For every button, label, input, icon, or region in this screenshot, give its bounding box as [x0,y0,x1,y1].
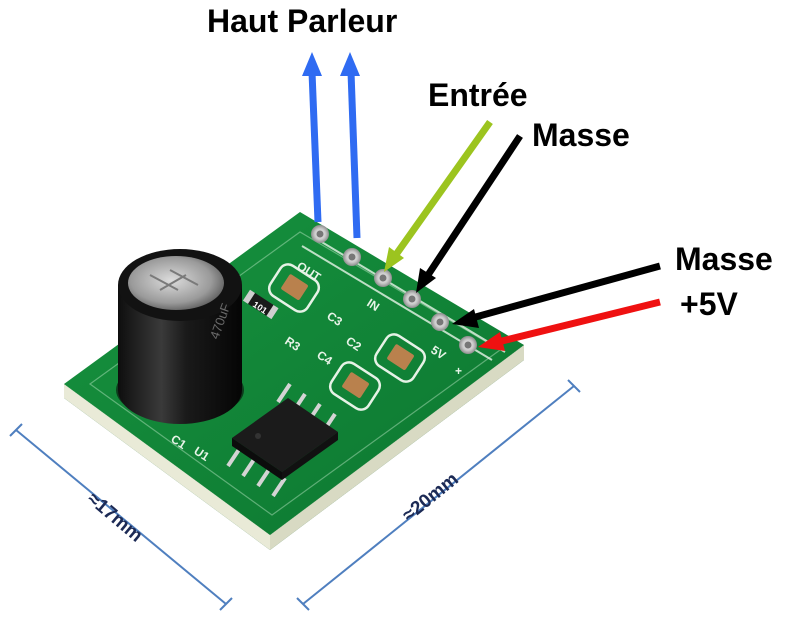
smd-capacitor-c2 [373,333,427,383]
power-arrow [478,298,661,351]
label-speaker: Haut Parleur [207,3,398,39]
smd-resistor-r3 [242,289,279,320]
speaker-arrows [302,52,361,239]
label-power: +5V [680,286,738,322]
header-pads [311,225,477,354]
silk-plus: + [455,364,462,378]
electrolytic-capacitor: 470uF [116,249,244,424]
ground-arrow-1 [416,134,523,293]
smd-capacitor-c4 [328,361,382,411]
amplifier-ic [226,382,338,498]
ground-arrow-2 [452,262,661,328]
input-arrow [384,119,493,272]
smd-capacitor-c3 [267,263,321,313]
label-ground-1: Masse [532,117,630,153]
silk-5v: 5V [428,343,448,363]
label-input: Entrée [428,77,528,113]
label-ground-2: Masse [675,241,773,277]
dimension-lines [9,379,581,611]
